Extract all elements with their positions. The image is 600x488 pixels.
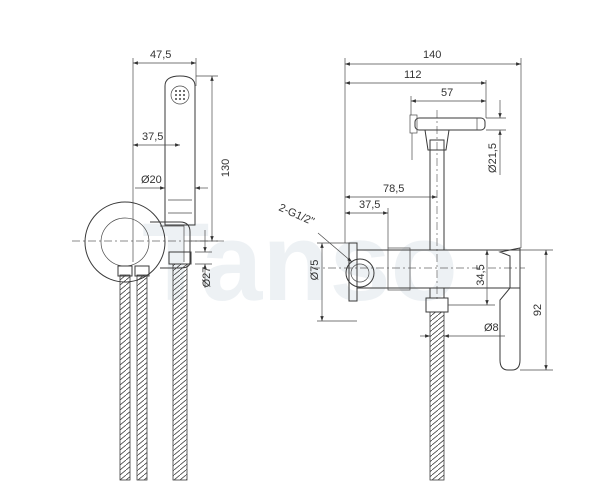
dim-label: 92 [532, 304, 544, 316]
dim-label: Ø27 [201, 267, 213, 288]
spray-head-body [164, 75, 196, 226]
dim-label: Ø21,5 [487, 143, 499, 173]
front-view: 140 112 57 Ø21,5 78,5 37,5 2-G1/2" Ø75 3… [277, 49, 553, 481]
dim-label: Ø8 [484, 322, 499, 334]
dim-label: 140 [423, 49, 441, 61]
dim-label: 130 [220, 159, 232, 177]
mixer-lever [498, 247, 521, 371]
dim-label: Ø75 [309, 260, 321, 281]
shower-hose [172, 263, 188, 481]
dim-label: 57 [441, 87, 453, 99]
bidet-head [414, 117, 486, 131]
dim-label: 78,5 [383, 183, 404, 195]
dim-label: 37,5 [359, 199, 380, 211]
side-view: 47,5 37,5 Ø20 130 Ø27 [72, 49, 232, 481]
dim-label: Ø20 [141, 174, 162, 186]
dim-label: 112 [404, 69, 422, 81]
dim-label: 37,5 [142, 131, 163, 143]
connection-circle [345, 258, 375, 288]
dim-label: 34,5 [475, 264, 487, 285]
dim-label: 47,5 [150, 49, 171, 61]
